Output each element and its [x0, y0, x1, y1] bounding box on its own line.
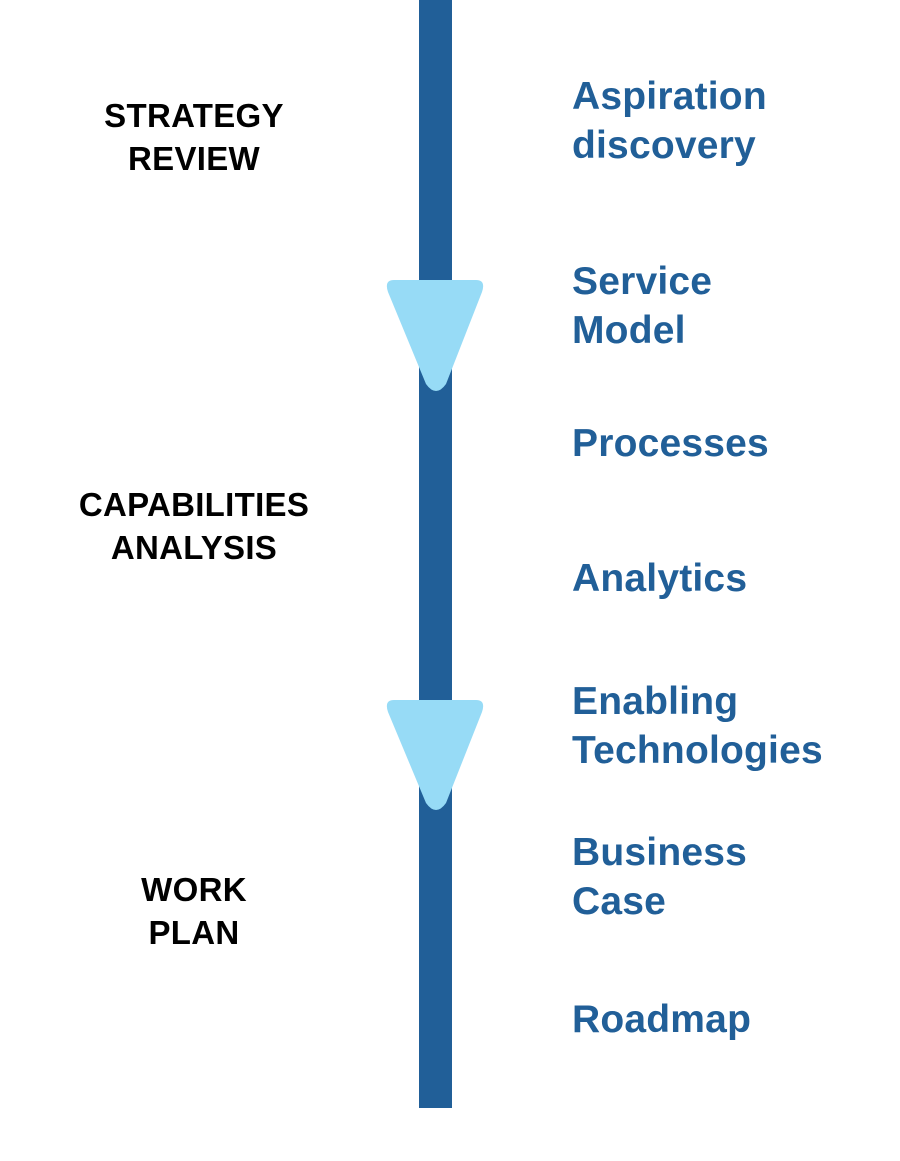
step-label-line: Technologies — [572, 729, 823, 772]
arrow-down-icon — [386, 700, 484, 810]
step-label-line: discovery — [572, 124, 756, 167]
step-label-line: Processes — [572, 422, 769, 465]
timeline-line — [419, 0, 452, 1108]
arrow-down-icon — [386, 280, 484, 391]
phase-label-line: PLAN — [148, 914, 240, 951]
phase-label-line: ANALYSIS — [110, 529, 278, 566]
step-label-line: Roadmap — [572, 998, 752, 1041]
phase-label-line: WORK — [141, 871, 247, 908]
step-analytics: Analytics — [572, 554, 747, 603]
step-label-line: Business — [572, 831, 748, 874]
phase-capabilities-analysis: CAPABILITIES ANALYSIS — [44, 483, 344, 569]
step-roadmap: Roadmap — [572, 995, 751, 1044]
phase-label-line: CAPABILITIES — [78, 486, 310, 523]
step-label-line: Aspiration — [572, 75, 767, 118]
step-label-line: Analytics — [572, 557, 748, 600]
phase-label-line: REVIEW — [128, 140, 260, 177]
step-processes: Processes — [572, 419, 769, 468]
phase-strategy-review: STRATEGY REVIEW — [44, 94, 344, 180]
step-label-line: Enabling — [572, 680, 739, 723]
step-service-model: Service Model — [572, 257, 712, 355]
step-label-line: Model — [572, 309, 686, 352]
step-enabling-technologies: Enabling Technologies — [572, 677, 823, 775]
phase-work-plan: WORK PLAN — [44, 868, 344, 954]
phase-label-line: STRATEGY — [104, 97, 284, 134]
step-label-line: Case — [572, 880, 667, 923]
step-aspiration-discovery: Aspiration discovery — [572, 72, 767, 170]
step-label-line: Service — [572, 260, 713, 303]
step-business-case: Business Case — [572, 828, 747, 926]
